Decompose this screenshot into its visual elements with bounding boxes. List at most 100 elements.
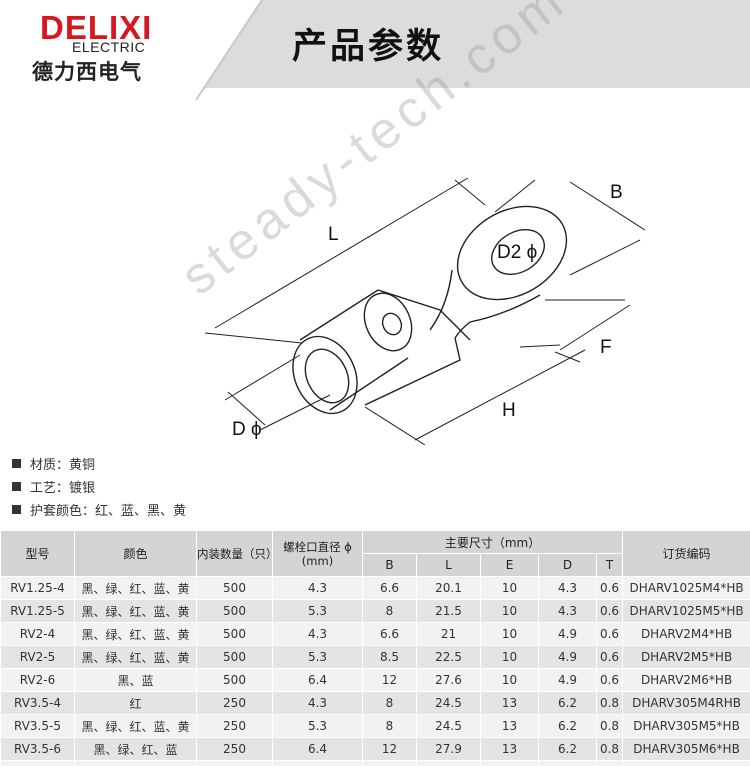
sleeve-front-outer bbox=[292, 335, 358, 415]
cell-dim-l: 20.1 bbox=[416, 576, 481, 600]
cell-order-code: DHARV305M5*HB bbox=[622, 714, 750, 738]
dimension-b-ext-top bbox=[494, 179, 536, 213]
cell-qty: 500 bbox=[196, 622, 273, 646]
cell-dim-e: 10 bbox=[480, 622, 539, 646]
sleeve-bottom-edge bbox=[329, 357, 409, 411]
cell-dim-d: 4.9 bbox=[538, 645, 597, 669]
cell-qty: 250 bbox=[196, 714, 273, 738]
cell-dim-d: 6.2 bbox=[538, 691, 597, 715]
cell-order-code: DHARV1025M5*HB bbox=[622, 599, 750, 623]
cell-order-code: DHARV2M4*HB bbox=[622, 622, 750, 646]
header-main-dimensions: 主要尺寸（mm） bbox=[361, 530, 624, 554]
dimension-label-l: L bbox=[328, 224, 339, 245]
cell-color: 黑 bbox=[74, 760, 197, 766]
cell-dim-b: 8.5 bbox=[362, 645, 417, 669]
brand-subtitle: ELECTRIC bbox=[72, 39, 146, 55]
cell-model: RV3.5-6 bbox=[0, 737, 75, 761]
cell-dim-e: 13 bbox=[480, 691, 539, 715]
header-logo-panel bbox=[0, 0, 263, 100]
spec-list: 材质：黄铜 工艺：镀银 护套颜色：红、蓝、黑、黄 bbox=[12, 452, 186, 521]
cell-bolt-diameter: 4.3 bbox=[272, 691, 363, 715]
spec-text: 材质：黄铜 bbox=[30, 458, 96, 473]
cell-dim-e: 13 bbox=[480, 760, 539, 766]
cell-dim-d: 4.9 bbox=[538, 668, 597, 692]
cell-dim-l: 21.5 bbox=[416, 599, 481, 623]
cell-dim-d: 6.2 bbox=[538, 737, 597, 761]
terminal-ring-hole bbox=[491, 229, 545, 275]
cell-color: 黑、绿、红、蓝、黄 bbox=[74, 576, 197, 600]
brand-chinese-name: 德力西电气 bbox=[32, 60, 142, 84]
header-dim-l: L bbox=[416, 553, 481, 577]
cell-model: RV1.25-5 bbox=[0, 599, 75, 623]
dimension-b-ext-bottom bbox=[569, 239, 641, 276]
terminal-neck-upper bbox=[429, 269, 453, 331]
spec-item-process: 工艺：镀银 bbox=[12, 475, 186, 498]
cell-qty: 500 bbox=[196, 645, 273, 669]
terminal-ring-outer bbox=[456, 205, 568, 301]
cell-dim-d: 6.2 bbox=[538, 714, 597, 738]
cell-color: 黑、蓝 bbox=[74, 668, 197, 692]
cell-dim-t: 0.8 bbox=[595, 691, 624, 715]
cell-bolt-diameter: 8.4 bbox=[272, 760, 363, 766]
header-model: 型号 bbox=[0, 530, 75, 577]
spec-text: 护套颜色：红、蓝、黑、黄 bbox=[30, 504, 187, 519]
barrel-bottom-edge bbox=[364, 337, 461, 406]
sleeve-top-edge bbox=[299, 289, 379, 341]
cell-order-code: DHARV305M6*HB bbox=[622, 737, 750, 761]
cell-dim-t: 0.6 bbox=[595, 576, 624, 600]
page-title: 产品参数 bbox=[292, 27, 445, 67]
cell-dim-l: 32 bbox=[416, 760, 481, 766]
sleeve-front-inner bbox=[304, 348, 350, 404]
dimension-label-h: H bbox=[502, 400, 516, 421]
cell-order-code: DHARV1025M4*HB bbox=[622, 576, 750, 600]
cell-dim-l: 27.6 bbox=[416, 668, 481, 692]
cell-dim-d: 6.2 bbox=[538, 760, 597, 766]
cell-model: RV3.5-4 bbox=[0, 691, 75, 715]
terminal-neck-lower bbox=[454, 294, 541, 339]
cell-dim-d: 4.3 bbox=[538, 599, 597, 623]
cell-dim-e: 13 bbox=[480, 737, 539, 761]
cell-qty: 250 bbox=[196, 760, 273, 766]
cell-dim-b: 12 bbox=[362, 737, 417, 761]
cell-qty: 500 bbox=[196, 576, 273, 600]
cell-dim-b: 6.6 bbox=[362, 622, 417, 646]
cell-dim-e: 10 bbox=[480, 576, 539, 600]
header-bolt-diameter: 螺栓口直径 ϕ (mm) bbox=[272, 530, 363, 577]
cell-dim-t: 0.8 bbox=[595, 760, 624, 766]
dimension-b-line bbox=[569, 181, 646, 231]
cell-dim-t: 0.8 bbox=[595, 737, 624, 761]
cell-model: RV3.5-5 bbox=[0, 714, 75, 738]
cell-color: 黑、绿、红、蓝 bbox=[74, 737, 197, 761]
page-header: DELIXI ELECTRIC 德力西电气 产品参数 bbox=[0, 0, 750, 100]
cell-dim-b: 12 bbox=[362, 760, 417, 766]
cell-model: RV2-4 bbox=[0, 622, 75, 646]
cell-dim-b: 6.6 bbox=[362, 576, 417, 600]
cell-dim-l: 21 bbox=[416, 622, 481, 646]
header-dim-t: T bbox=[595, 553, 624, 577]
spec-text: 工艺：镀银 bbox=[30, 481, 96, 496]
dimension-h-line bbox=[414, 349, 586, 441]
header-qty: 内装数量（只） bbox=[196, 530, 273, 577]
cell-dim-t: 0.6 bbox=[595, 645, 624, 669]
cell-dim-d: 4.9 bbox=[538, 622, 597, 646]
cell-color: 黑、绿、红、蓝、黄 bbox=[74, 599, 197, 623]
header-dim-e: E bbox=[480, 553, 539, 577]
cell-dim-b: 8 bbox=[362, 714, 417, 738]
square-bullet-icon bbox=[12, 482, 21, 491]
dimension-l-ext-left bbox=[204, 332, 303, 344]
cell-dim-l: 22.5 bbox=[416, 645, 481, 669]
table-row: RV3.5-8黑2508.41232136.20.8DHARV305M8BHB bbox=[0, 760, 750, 766]
cell-dim-l: 24.5 bbox=[416, 714, 481, 738]
cell-order-code: DHARV2M6*HB bbox=[622, 668, 750, 692]
cell-dim-t: 0.6 bbox=[595, 622, 624, 646]
spec-item-sleeve-color: 护套颜色：红、蓝、黑、黄 bbox=[12, 498, 186, 521]
header-dim-b: B bbox=[362, 553, 417, 577]
cell-dim-e: 10 bbox=[480, 599, 539, 623]
cell-color: 黑、绿、红、蓝、黄 bbox=[74, 645, 197, 669]
cell-dim-t: 0.8 bbox=[595, 714, 624, 738]
